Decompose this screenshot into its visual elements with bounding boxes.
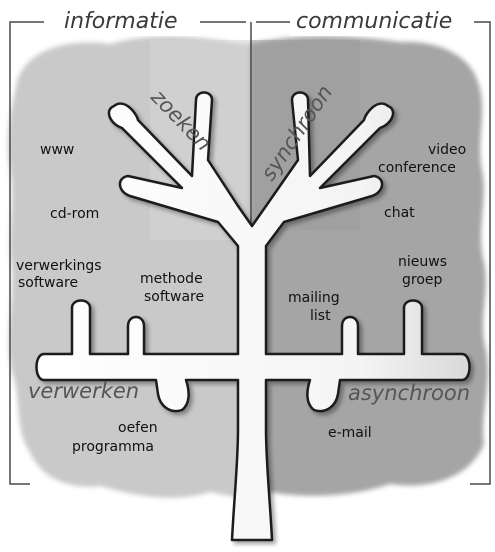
label-verwerkings-software-1: verwerkings [16,258,102,274]
label-oefen-programma-1: oefen [118,420,158,436]
label-oefen-programma-2: programma [72,439,154,455]
category-verwerken: verwerken [28,379,139,403]
header-informatie: informatie [64,9,178,34]
label-mailing-list-2: list [310,308,331,324]
category-asynchroon: asynchroon [348,381,470,405]
label-nieuws-groep-2: groep [402,272,443,288]
headers: informatie communicatie [48,6,472,36]
header-communicatie: communicatie [296,9,452,34]
label-e-mail: e-mail [328,425,372,441]
label-nieuws-groep-1: nieuws [398,254,447,270]
label-verwerkings-software-2: software [18,275,78,291]
label-video-conference-1: video [428,142,466,158]
label-chat: chat [384,205,415,221]
label-mailing-list-1: mailing [288,290,340,306]
label-methode-software-2: software [144,289,204,305]
label-methode-software-1: methode [140,271,203,287]
label-www: www [40,142,74,158]
label-cd-rom: cd-rom [50,206,99,222]
label-video-conference-2: conference [378,160,456,176]
